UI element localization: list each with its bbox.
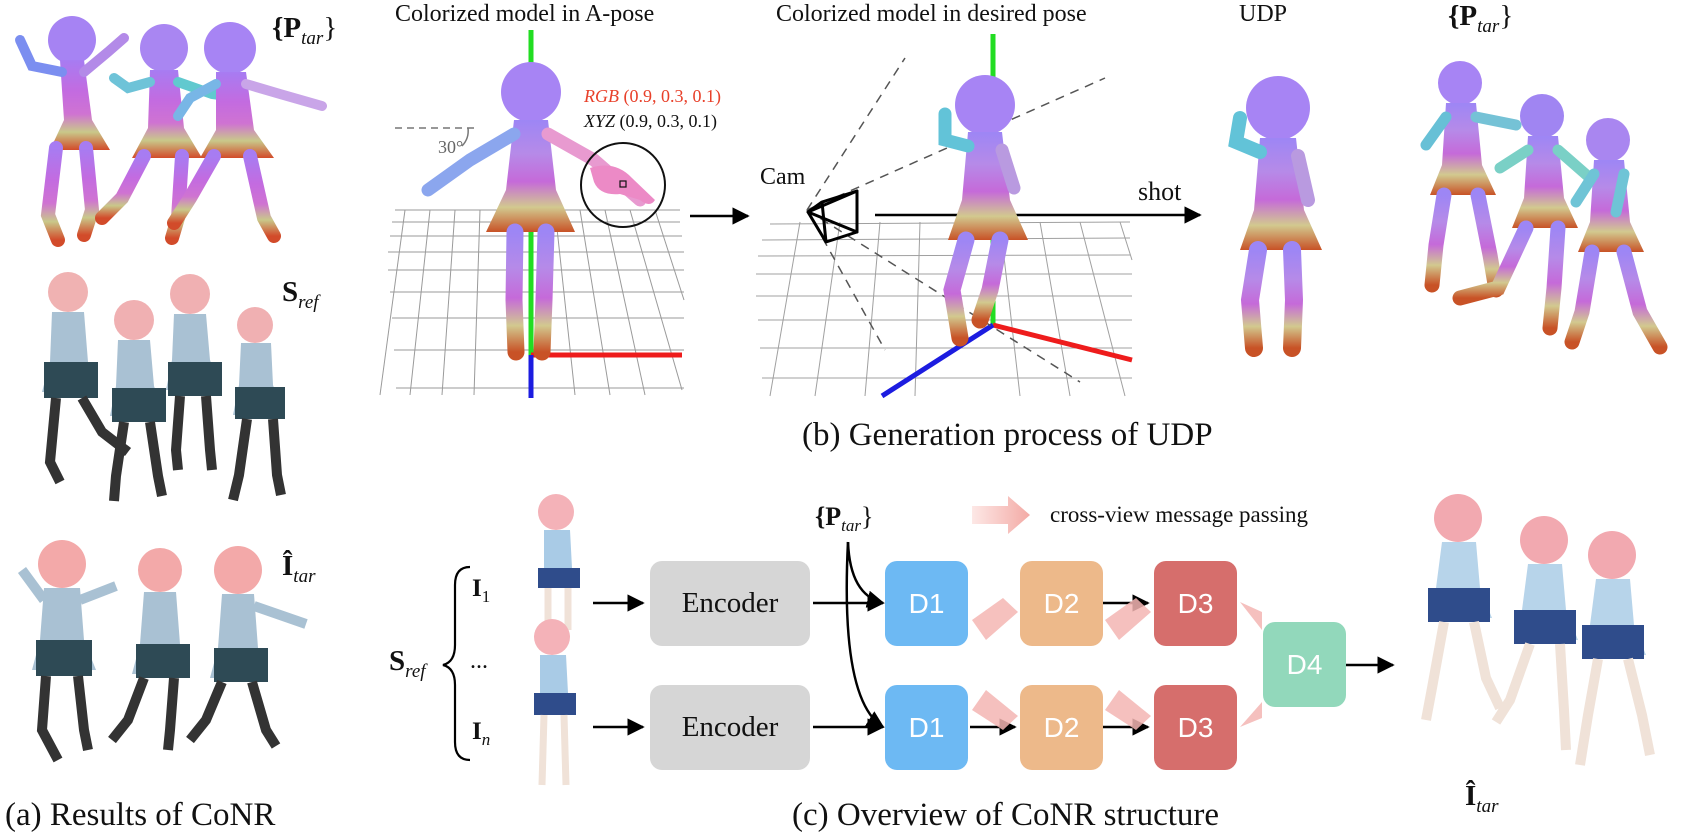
- decoder-d3-top: D3: [1154, 561, 1237, 646]
- zoom-circle: [580, 142, 666, 228]
- output-itar-label: Îtar: [1465, 780, 1499, 817]
- xyz-annotation: XYZ (0.9, 0.3, 0.1): [584, 111, 718, 131]
- apose-figure: [421, 62, 647, 361]
- panel-a-ptar-label: {Ptar}: [272, 12, 338, 49]
- decoder-d3-bottom: D3: [1154, 685, 1237, 770]
- zoomed-hand: [590, 165, 655, 204]
- rgb-annotation: RGB (0.9, 0.3, 0.1): [584, 86, 721, 106]
- panel-c-caption: (c) Overview of CoNR structure: [792, 797, 1220, 833]
- cross-view-message-arrows: [972, 598, 1262, 730]
- decoder-d4: D4: [1263, 622, 1346, 707]
- shot-label: shot: [1138, 177, 1182, 206]
- desired-pose-figure: [938, 75, 1028, 347]
- decoder-d1-top: D1: [885, 561, 968, 646]
- panel-a-result-sketches: [17, 540, 308, 763]
- reference-sketch-1: [538, 494, 580, 630]
- decoder-d2-top: D2: [1020, 561, 1103, 646]
- udp-figure: [1228, 76, 1322, 357]
- encoder-bottom: Encoder: [650, 685, 810, 770]
- target-pose-group-figures: [1420, 61, 1668, 355]
- cam-label: Cam: [760, 164, 806, 190]
- desired-floor-grid: [756, 221, 1133, 397]
- heading-ptar: {Ptar}: [1448, 0, 1514, 37]
- sref-brace: [442, 565, 471, 762]
- panel-a-reference-sketches: [42, 272, 286, 502]
- panel-a-pose-figures: [15, 16, 327, 247]
- angle-arc: [461, 127, 469, 147]
- panel-a-caption: (a) Results of CoNR: [5, 797, 276, 833]
- encoder-top: Encoder: [650, 561, 810, 646]
- decoder-d1-bottom: D1: [885, 685, 968, 770]
- legend-arrow-swatch: [972, 496, 1030, 534]
- heading-desired-pose: Colorized model in desired pose: [776, 1, 1087, 27]
- ptar-input-label: {Ptar}: [815, 502, 874, 536]
- pipeline-arrows: [593, 541, 1395, 736]
- i1-label: I1: [472, 575, 491, 606]
- sample-pixel-marker: [619, 180, 627, 188]
- legend-label: cross-view message passing: [1050, 502, 1309, 527]
- panel-a-sref-label: Sref: [282, 276, 319, 313]
- desired-x-axis: [992, 322, 1133, 363]
- angle-label: 30°: [438, 137, 464, 157]
- sref-label: Sref: [389, 645, 426, 682]
- reference-sketch-2: [534, 619, 576, 786]
- decoder-d2-bottom: D2: [1020, 685, 1103, 770]
- heading-udp: UDP: [1239, 1, 1288, 27]
- heading-apose: Colorized model in A-pose: [395, 1, 655, 27]
- desired-z-axis: [880, 322, 995, 399]
- camera-icon: [806, 189, 859, 244]
- panel-b-caption: (b) Generation process of UDP: [802, 417, 1213, 453]
- result-sketches: [1421, 494, 1655, 766]
- panel-a-itar-label: Îtar: [282, 550, 316, 587]
- in-label: In: [472, 718, 491, 749]
- ellipsis-label: ...: [470, 648, 488, 674]
